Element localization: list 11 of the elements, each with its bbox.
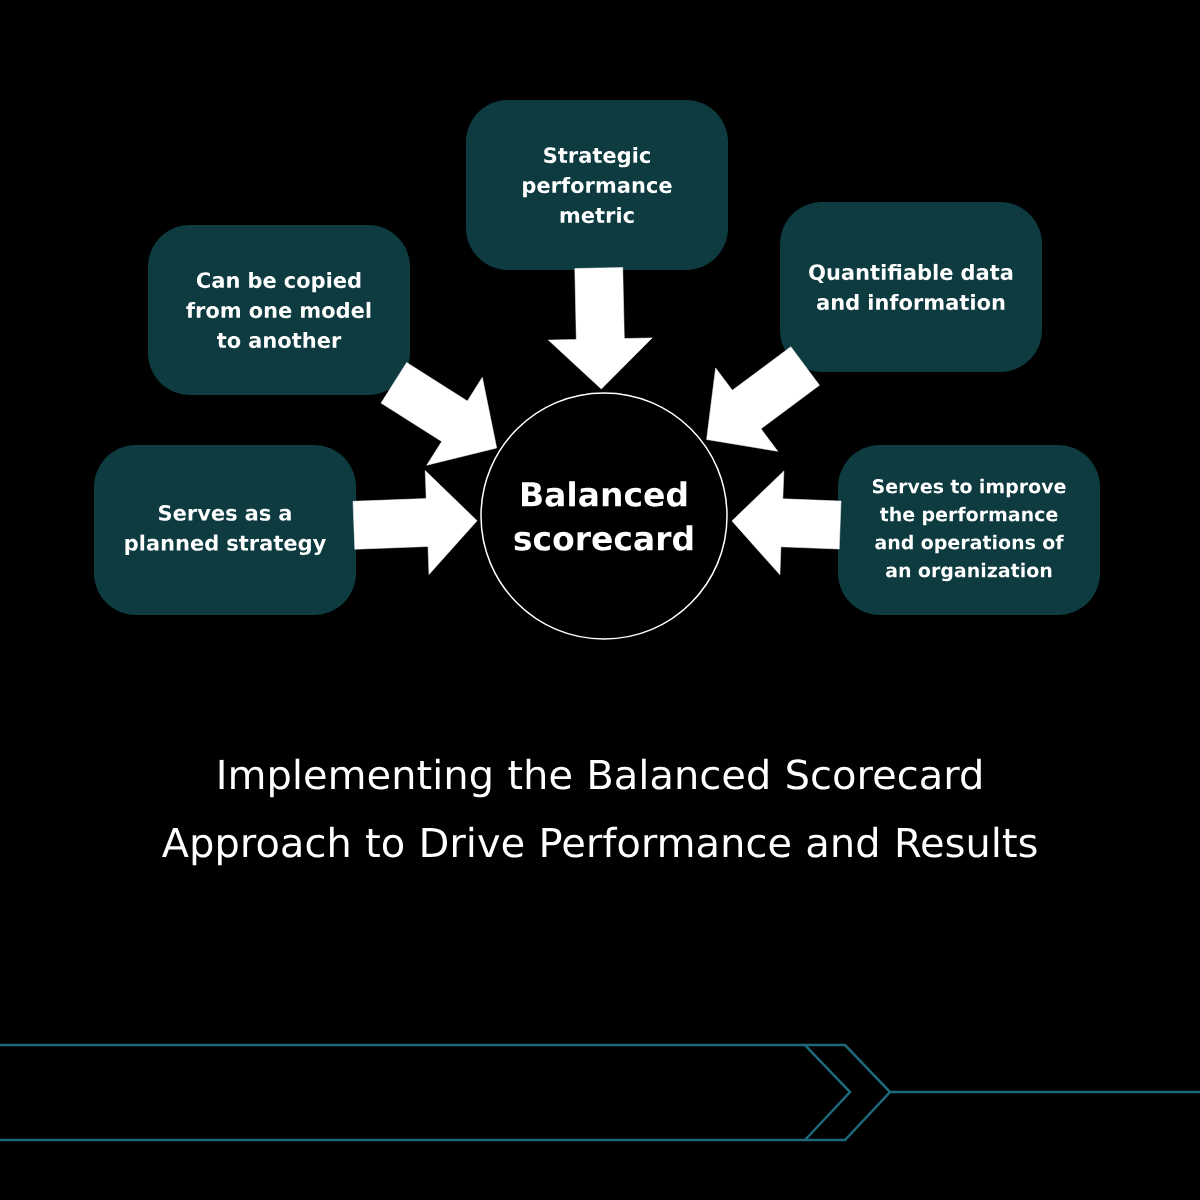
block-arrow [548,267,653,390]
rounded-box: Quantifiable data and information [780,202,1042,372]
block-arrow [380,362,497,466]
rounded-box: Strategic performance metric [466,100,728,270]
title: Implementing the Balanced Scorecard Approach to Drive Performance and Results [162,758,1037,866]
block-arrow [706,346,820,452]
rounded-box: Serves as a planned strategy [94,445,356,615]
block-arrow [731,470,842,576]
rounded-box: Serves to improve the performance and operations of an organization [838,445,1100,615]
block-arrow [352,470,478,575]
rounded-box: Can be copied from one model to another [148,225,410,395]
